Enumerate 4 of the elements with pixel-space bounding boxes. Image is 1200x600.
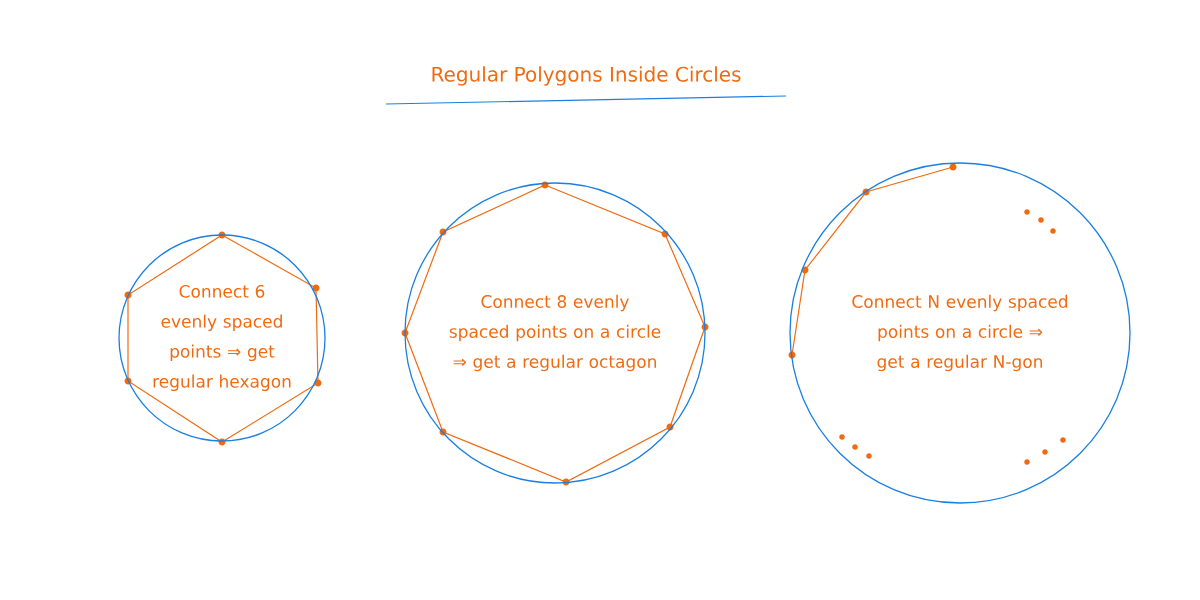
title: Regular Polygons Inside Circles (432, 66, 741, 86)
circle-node: Connect 8 evenly spaced points on a circle ⇒ get a regular octagon (404, 182, 706, 484)
circle-node: Connect 6 evenly spaced points ⇒ get regular hexagon (118, 234, 326, 442)
circle-node: Connect N evenly spaced points on a circle ⇒ get a regular N-gon (789, 162, 1131, 504)
